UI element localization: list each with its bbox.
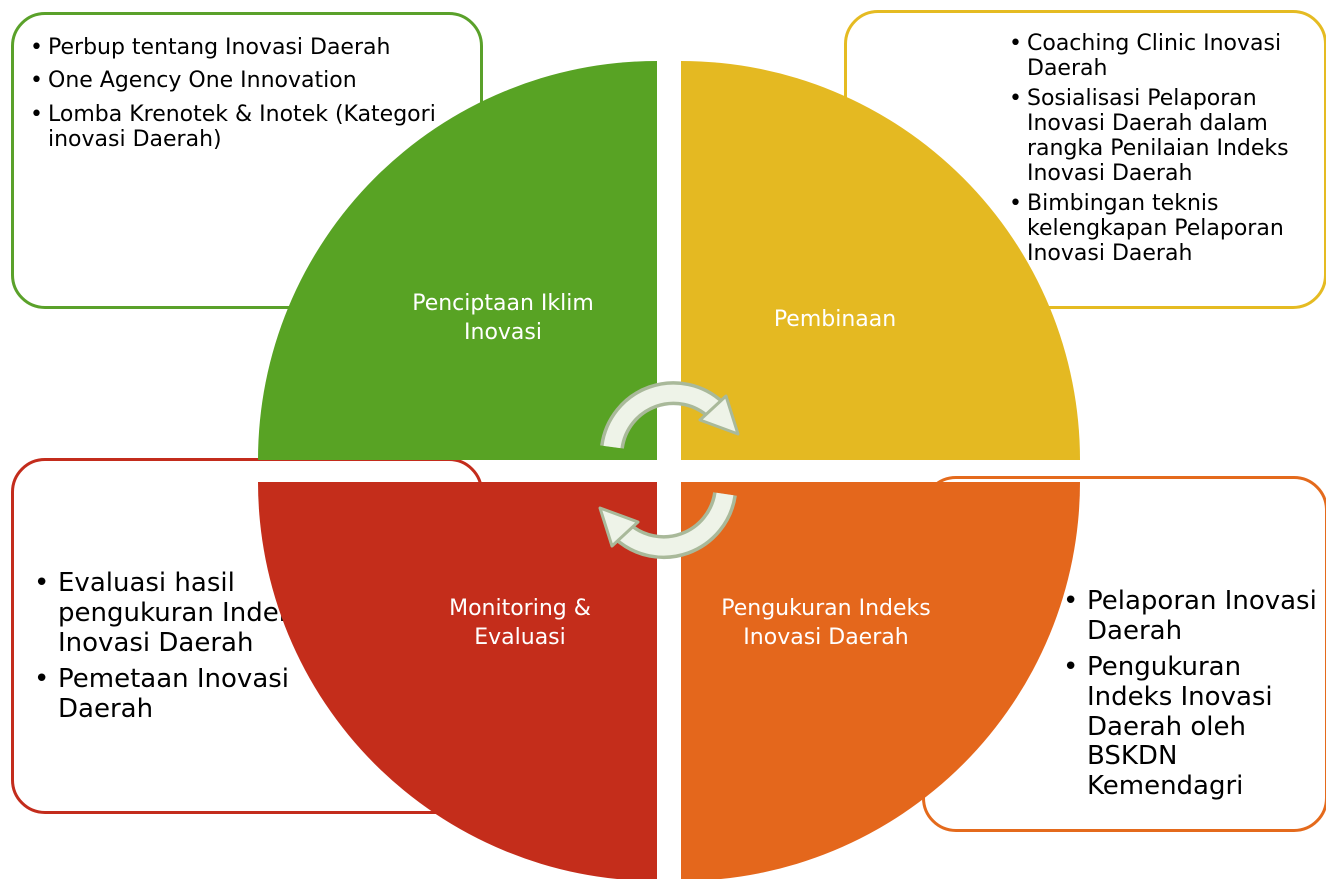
quadrant-label-text: Pembinaan	[773, 307, 897, 332]
quadrant-label-text: Penciptaan Iklim Inovasi	[412, 291, 594, 345]
list-item: Bimbingan teknis kelengkapan Pelaporan I…	[1009, 191, 1319, 267]
quadrant-pengukuran	[681, 482, 1080, 879]
list-item: One Agency One Innovation	[30, 68, 480, 94]
list-item: Lomba Krenotek & Inotek (Kategori inovas…	[30, 102, 480, 153]
quadrant-monitoring	[258, 482, 657, 879]
list-item: Sosialisasi Pelaporan Inovasi Daerah dal…	[1009, 86, 1319, 187]
quadrant-label-monitoring: Monitoring & Evaluasi	[405, 595, 635, 652]
card-iklim-list: Perbup tentang Inovasi Daerah One Agency…	[30, 35, 480, 160]
list-item: Pelaporan Inovasi Daerah	[1063, 586, 1323, 647]
list-item: Perbup tentang Inovasi Daerah	[30, 35, 480, 61]
cycle-arrow-bottom-icon	[598, 491, 737, 560]
list-item: Coaching Clinic Inovasi Daerah	[1009, 31, 1319, 82]
quadrant-label-iklim: Penciptaan Iklim Inovasi	[378, 290, 628, 347]
quadrant-pembinaan	[681, 61, 1080, 460]
quadrant-iklim-inovasi	[258, 61, 657, 460]
list-item: Pengukuran Indeks Inovasi Daerah oleh BS…	[1063, 652, 1323, 802]
card-monitoring-list: Evaluasi hasil pengukuran Indeks Inovasi…	[34, 568, 334, 730]
quadrant-label-pembinaan: Pembinaan	[720, 306, 950, 335]
list-item: Evaluasi hasil pengukuran Indeks Inovasi…	[34, 568, 334, 659]
quadrant-label-pengukuran: Pengukuran Indeks Inovasi Daerah	[686, 595, 966, 652]
cycle-arrow-top-icon	[600, 381, 740, 450]
card-pembinaan-list: Coaching Clinic Inovasi Daerah Sosialisa…	[1009, 31, 1319, 271]
card-pengukuran-list: Pelaporan Inovasi Daerah Pengukuran Inde…	[1063, 586, 1323, 808]
list-item: Pemetaan Inovasi Daerah	[34, 664, 334, 725]
quadrant-label-text: Pengukuran Indeks Inovasi Daerah	[721, 596, 931, 650]
quadrant-label-text: Monitoring & Evaluasi	[449, 596, 591, 650]
